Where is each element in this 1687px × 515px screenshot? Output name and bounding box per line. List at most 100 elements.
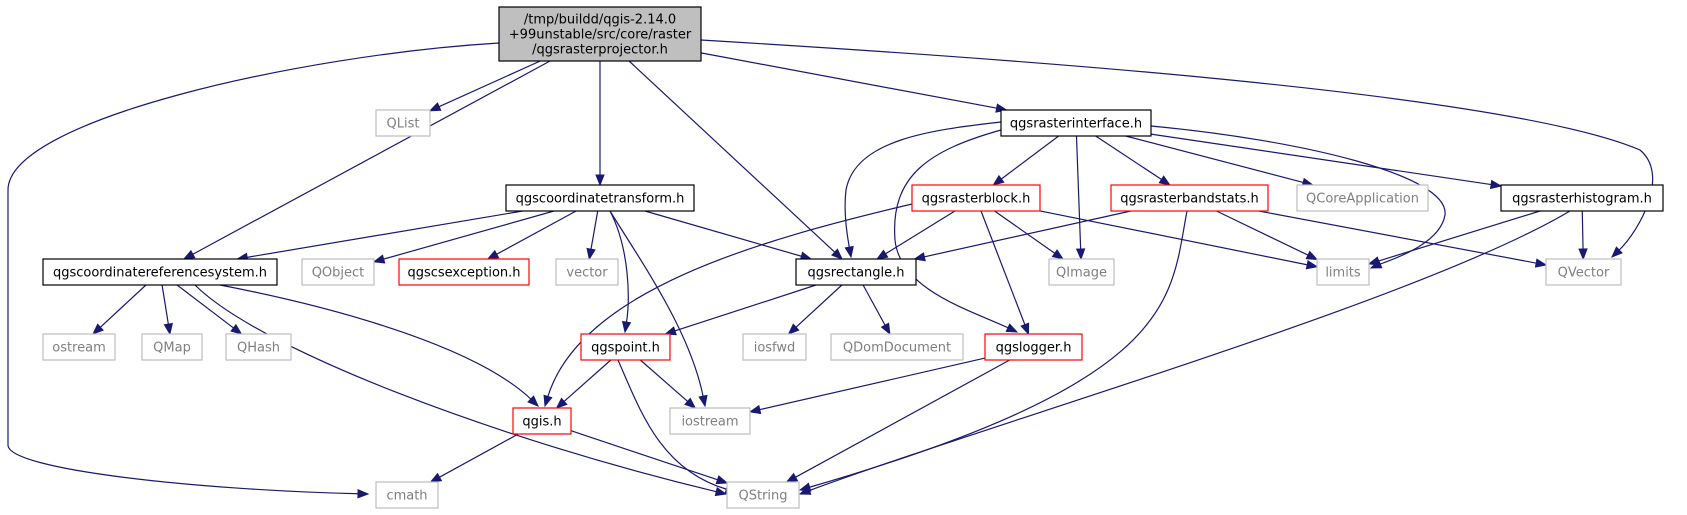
edge-rasterhistogram-to-qstring (798, 210, 1571, 495)
node-label: qgis.h (522, 415, 561, 430)
edge-crs-to-qmap (161, 284, 173, 336)
edge-line (1216, 210, 1310, 257)
edge-root-to-qvector (700, 39, 1654, 258)
node-box (141, 333, 203, 361)
edge-rasterinterface-to-qcoreapp (1125, 135, 1315, 187)
node-label: vector (566, 266, 608, 281)
node-qmap: QMap (141, 333, 203, 361)
edge-line (1150, 133, 1493, 186)
edge-line (1581, 210, 1584, 251)
edge-coordtransform-to-qgspoint (609, 210, 632, 334)
arrowhead (428, 102, 442, 112)
node-box (375, 481, 439, 509)
edge-line (1075, 135, 1082, 251)
arrowhead (664, 326, 677, 336)
edge-line (1039, 210, 1309, 266)
arrowhead (1489, 179, 1503, 190)
node-logger[interactable]: qgslogger.h (984, 333, 1083, 361)
node-label: QCoreApplication (1306, 192, 1419, 207)
arrowhead (698, 394, 708, 408)
arrowhead (1051, 249, 1065, 260)
node-box (555, 258, 619, 286)
edge-line (617, 359, 728, 491)
node-label: /tmp/buildd/qgis-2.14.0 (524, 13, 676, 28)
edge-rasterblock-to-rectangle (875, 210, 956, 260)
node-box (1500, 184, 1664, 212)
edge-line (1095, 135, 1163, 181)
edge-line (700, 39, 1654, 252)
node-root[interactable]: /tmp/buildd/qgis-2.14.0+99unstable/src/c… (498, 6, 702, 62)
node-label: /qgsrasterprojector.h (532, 43, 668, 58)
edge-line (219, 284, 532, 401)
edge-line (99, 284, 147, 329)
node-qgis[interactable]: qgis.h (512, 407, 572, 435)
node-label: qgscoordinatetransform.h (516, 192, 685, 207)
edge-line (438, 433, 519, 479)
node-rectangle[interactable]: qgsrectangle.h (795, 258, 917, 286)
node-box (742, 333, 807, 361)
node-iosfwd: iosfwd (742, 333, 807, 361)
edge-line (808, 210, 1571, 492)
edge-rectangle-to-qgspoint (664, 284, 817, 336)
edge-rectangle-to-iosfwd (787, 284, 843, 335)
node-rasterhistogram[interactable]: qgsrasterhistogram.h (1500, 184, 1664, 212)
arrowhead (527, 395, 539, 407)
node-box (42, 258, 278, 286)
edge-line (862, 284, 887, 327)
node-box (225, 333, 292, 361)
node-label: ostream (52, 341, 106, 356)
edge-line (7, 42, 500, 495)
node-rasterblock[interactable]: qgsrasterblock.h (911, 184, 1041, 212)
edge-line (609, 210, 704, 398)
edge-coordtransform-to-iostream (609, 210, 708, 408)
node-label: qgsrectangle.h (807, 266, 904, 281)
edge-root-to-cmath (7, 42, 500, 499)
arrowhead (1158, 175, 1171, 186)
edge-crs-to-ostream (92, 284, 147, 335)
node-csexception[interactable]: qgscsexception.h (398, 258, 530, 286)
arrowhead (1534, 258, 1548, 268)
node-qcoreapp: QCoreApplication (1296, 184, 1429, 212)
arrowhead (543, 394, 553, 408)
edge-qgis-to-qstring (570, 430, 729, 485)
node-box (1316, 258, 1370, 286)
arrowhead (372, 254, 386, 264)
node-label: limits (1325, 266, 1361, 281)
arrowhead (992, 174, 1005, 186)
node-label: QMap (153, 341, 191, 356)
node-box (580, 333, 671, 361)
arrowhead (787, 323, 800, 335)
edge-rasterblock-to-limits (1039, 210, 1319, 270)
node-box (505, 184, 695, 212)
node-box (1110, 184, 1269, 212)
node-rasterbandstats[interactable]: qgsrasterbandstats.h (1110, 184, 1269, 212)
arrowhead (621, 320, 632, 334)
edge-line (1377, 210, 1541, 262)
edge-line (639, 359, 689, 403)
edge-rasterinterface-to-rasterhistogram (1150, 133, 1503, 190)
node-crs[interactable]: qgscoordinatereferencesystem.h (42, 258, 278, 286)
node-qgspoint[interactable]: qgspoint.h (580, 333, 671, 361)
edge-line (923, 210, 1132, 258)
edge-logger-to-qstring (785, 359, 1011, 483)
node-box (512, 407, 572, 435)
node-label: QString (738, 489, 787, 504)
arrowhead (357, 489, 370, 499)
edge-rasterblock-to-qgis (543, 203, 913, 408)
edge-line (1258, 210, 1538, 264)
arrowhead (875, 249, 889, 260)
node-box (1545, 258, 1622, 286)
node-label: QVector (1558, 266, 1610, 281)
edge-line (609, 210, 629, 324)
node-box (301, 258, 375, 286)
edge-root-to-coordtransform (595, 61, 605, 187)
arrowhead (92, 323, 104, 335)
node-qhash: QHash (225, 333, 292, 361)
node-label: qgsrasterhistogram.h (1512, 192, 1652, 207)
node-rasterinterface[interactable]: qgsrasterinterface.h (1000, 109, 1152, 137)
arrowhead (595, 174, 605, 187)
node-cmath: cmath (375, 481, 439, 509)
node-label: qgsrasterinterface.h (1010, 117, 1142, 132)
node-coordtransform[interactable]: qgscoordinatetransform.h (505, 184, 695, 212)
edge-line (547, 203, 913, 398)
